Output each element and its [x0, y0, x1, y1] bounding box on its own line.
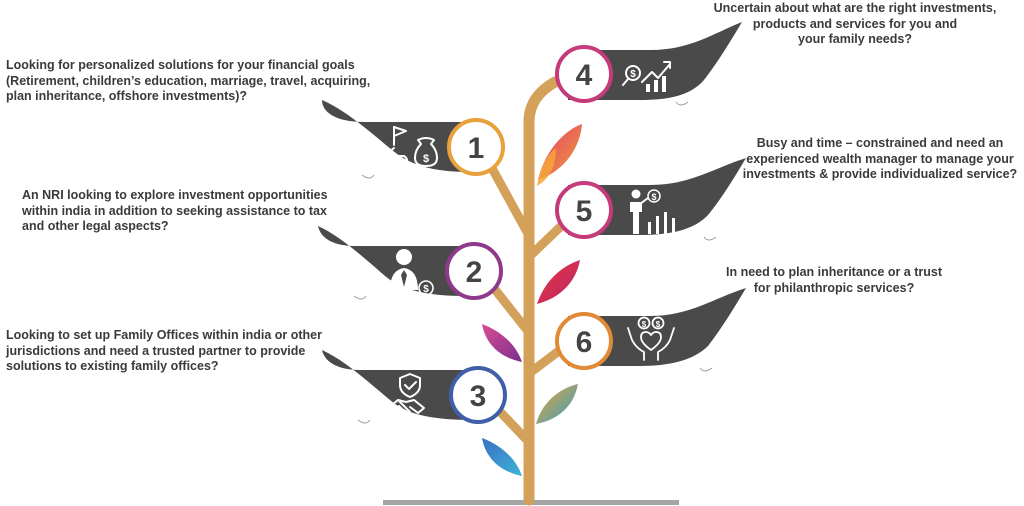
caption-2: An NRI looking to explore investment opp… — [22, 188, 328, 233]
badge-3-number: 3 — [470, 380, 487, 413]
leaf-2 — [318, 226, 466, 296]
badge-5: 5 — [555, 181, 613, 239]
caption-1: Looking for personalized solutions for y… — [6, 58, 371, 103]
badge-6-number: 6 — [576, 326, 593, 359]
presenter-chart-icon: $ — [630, 189, 675, 234]
svg-text:$: $ — [642, 320, 647, 329]
badge-2: 2 — [445, 242, 503, 300]
flag-path-money-icon: $ — [390, 126, 438, 170]
leaf-6 — [568, 288, 746, 366]
caption-6: In need to plan inheritance or a trust f… — [725, 265, 942, 295]
leaf-tip-marks — [353, 101, 717, 424]
growth-chart-dollar-icon: $ — [622, 61, 671, 92]
badge-6: 6 — [555, 312, 613, 370]
badge-5-number: 5 — [576, 195, 593, 228]
svg-text:$: $ — [423, 284, 429, 295]
badge-1: 1 — [447, 118, 505, 176]
stem-leaf-blue — [482, 438, 522, 476]
shield-handshake-icon — [387, 373, 425, 415]
leaf-3 — [322, 350, 474, 420]
badge-2-number: 2 — [466, 256, 483, 289]
badge-1-number: 1 — [468, 132, 485, 165]
svg-text:$: $ — [423, 153, 429, 165]
caption-3: Looking to set up Family Offices within … — [6, 328, 322, 373]
business-person-dollar-icon: $ — [390, 249, 434, 296]
stem-leaf-red — [537, 260, 580, 304]
badge-4-number: 4 — [576, 59, 593, 92]
svg-text:$: $ — [630, 69, 636, 80]
caption-4: Uncertain about what are the right inves… — [713, 1, 997, 46]
svg-text:$: $ — [656, 320, 661, 329]
badge-3: 3 — [449, 366, 507, 424]
leaf-5 — [568, 158, 746, 235]
caption-5: Busy and time – constrained and need an … — [742, 136, 1018, 181]
stem-leaf-teal — [536, 384, 578, 424]
tree-trunk — [523, 76, 561, 506]
stem-leaf-purple — [482, 324, 522, 362]
stem-leaf-amber — [537, 148, 556, 186]
badge-4: 4 — [555, 45, 613, 103]
svg-text:$: $ — [651, 192, 656, 202]
hands-heart-coins-icon: $ $ — [627, 316, 675, 361]
